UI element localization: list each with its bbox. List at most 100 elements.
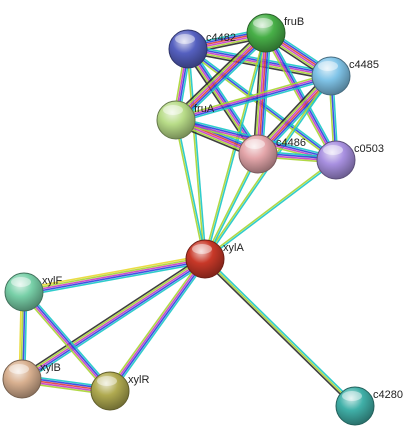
node-c0503[interactable]	[316, 140, 356, 180]
node-highlight	[97, 376, 117, 386]
node-sphere[interactable]	[335, 386, 375, 426]
node-xylF[interactable]	[4, 272, 44, 312]
edge-fruB-fruA	[172, 29, 270, 124]
edge-xylA-c4280	[203, 257, 357, 408]
node-highlight	[11, 277, 31, 287]
node-label-xylA: xylA	[223, 242, 244, 254]
edge-channel	[176, 76, 332, 122]
node-label-fruA: fruA	[194, 103, 215, 115]
node-c4486[interactable]	[238, 134, 278, 174]
node-highlight	[253, 18, 273, 28]
edge-c0503-xylA	[203, 158, 338, 261]
edge-channel	[174, 120, 205, 260]
node-xylB[interactable]	[2, 359, 42, 399]
edge-channel	[23, 254, 205, 290]
node-c4485[interactable]	[311, 56, 351, 96]
edge-channel	[175, 72, 331, 119]
node-highlight	[318, 61, 338, 71]
edge-channel	[264, 33, 336, 161]
node-fruA[interactable]	[156, 100, 196, 140]
edge-channel	[176, 119, 207, 259]
node-label-fruB: fruB	[284, 16, 304, 28]
node-sphere[interactable]	[156, 100, 196, 140]
edge-channel	[178, 35, 270, 124]
edge-channel	[111, 260, 208, 394]
node-sphere[interactable]	[4, 272, 44, 312]
node-sphere[interactable]	[2, 359, 42, 399]
node-highlight	[175, 34, 195, 44]
node-label-xylR: xylR	[128, 374, 149, 386]
node-highlight	[192, 244, 212, 254]
node-highlight	[323, 145, 343, 155]
edge-c4485-fruA	[175, 72, 332, 124]
edge-c4482-xylA	[186, 48, 207, 260]
edge-xylA-xylR	[107, 256, 208, 394]
edge-channel	[176, 77, 332, 124]
node-label-c4482: c4482	[206, 32, 236, 44]
edge-channel	[204, 258, 356, 407]
edge-channel	[25, 289, 113, 390]
edge-channel	[110, 259, 207, 392]
node-label-xylF: xylF	[42, 275, 62, 287]
edge-channel	[174, 31, 266, 120]
node-layer	[2, 13, 375, 426]
edge-channel	[19, 255, 204, 377]
node-xylA[interactable]	[185, 239, 225, 279]
edge-channel	[21, 293, 109, 394]
edge-channel	[107, 256, 204, 390]
edge-channel	[176, 33, 268, 122]
edge-channel	[186, 49, 205, 260]
edge-channel	[177, 34, 269, 123]
edge-xylF-xylR	[21, 289, 113, 394]
node-sphere[interactable]	[246, 13, 286, 53]
edge-xylA-xylF	[23, 254, 206, 297]
edge-channel	[175, 74, 331, 120]
node-c4280[interactable]	[335, 386, 375, 426]
node-sphere[interactable]	[316, 140, 356, 180]
edge-c4486-xylA	[203, 153, 260, 260]
edge-channel	[24, 261, 206, 297]
node-label-c4486: c4486	[276, 137, 306, 149]
node-sphere[interactable]	[311, 56, 351, 96]
node-sphere[interactable]	[238, 134, 278, 174]
edge-channel	[24, 290, 112, 391]
edge-channel	[23, 258, 206, 293]
node-sphere[interactable]	[185, 239, 225, 279]
edge-channel	[24, 259, 206, 295]
node-c4482[interactable]	[168, 29, 208, 69]
edge-channel	[262, 33, 335, 162]
edge-channel	[188, 46, 338, 160]
node-sphere[interactable]	[90, 371, 130, 411]
edge-channel	[188, 48, 207, 259]
edge-channel	[172, 29, 264, 118]
edge-channel	[173, 30, 265, 119]
edge-channel	[20, 256, 205, 379]
edge-channel	[22, 292, 110, 393]
edge-channel	[266, 32, 338, 160]
node-label-c4280: c4280	[373, 389, 403, 401]
node-fruB[interactable]	[246, 13, 286, 53]
node-highlight	[163, 105, 183, 115]
edge-channel	[21, 258, 206, 380]
node-label-c4485: c4485	[349, 59, 379, 71]
node-sphere[interactable]	[168, 29, 208, 69]
edge-channel	[190, 46, 262, 153]
edge-fruA-xylA	[174, 119, 207, 260]
node-highlight	[245, 139, 265, 149]
edge-channel	[205, 154, 260, 260]
edge-channel	[23, 256, 205, 292]
edge-fruB-c0503	[262, 31, 340, 162]
edge-channel	[205, 257, 357, 406]
edge-channel	[22, 259, 207, 382]
node-label-c0503: c0503	[354, 143, 384, 155]
edge-xylA-xylB	[19, 255, 208, 383]
node-highlight	[342, 391, 362, 401]
edge-channel	[267, 31, 340, 160]
edge-channel	[203, 259, 355, 408]
edge-channel	[203, 158, 336, 259]
node-highlight	[9, 364, 29, 374]
edge-channel	[205, 160, 338, 261]
node-xylR[interactable]	[90, 371, 130, 411]
